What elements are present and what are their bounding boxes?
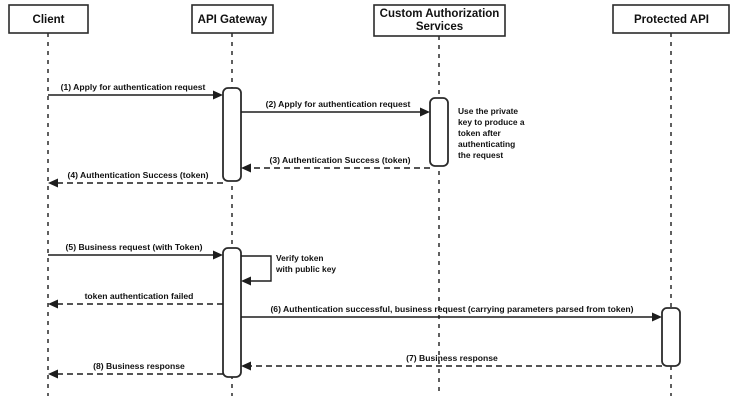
participant-label-api-gateway: API Gateway xyxy=(198,14,268,26)
message-6[interactable]: (6) Authentication successful, business … xyxy=(241,304,662,322)
message-2[interactable]: (2) Apply for authentication request xyxy=(241,99,430,117)
message-self-verify-token-arrowhead xyxy=(241,276,251,286)
activation-protected-api xyxy=(661,307,681,367)
participant-header-client[interactable]: Client xyxy=(8,4,89,34)
message-4-arrowhead xyxy=(48,178,58,188)
message-token-authentication-failed[interactable]: token authentication failed xyxy=(48,291,223,309)
message-4[interactable]: (4) Authentication Success (token) xyxy=(48,170,223,188)
message-token-authentication-failed-arrowhead xyxy=(48,299,58,309)
message-2-label: (2) Apply for authentication request xyxy=(266,99,411,109)
activation-bars xyxy=(222,87,681,378)
message-6-label: (6) Authentication successful, business … xyxy=(270,304,633,314)
message-1[interactable]: (1) Apply for authentication request xyxy=(48,82,223,100)
message-1-label: (1) Apply for authentication request xyxy=(61,82,206,92)
message-7[interactable]: (7) Business response xyxy=(241,353,662,371)
note-private-key-line-3: token after xyxy=(458,128,502,138)
note-private-key-line-2: key to produce a xyxy=(458,117,525,127)
note-private-key-line-4: authenticating xyxy=(458,139,515,149)
message-3-arrowhead xyxy=(241,163,251,173)
participant-header-api-gateway[interactable]: API Gateway xyxy=(191,4,274,34)
message-3[interactable]: (3) Authentication Success (token) xyxy=(241,155,430,173)
participant-box-protected-api xyxy=(612,4,730,34)
message-4-label: (4) Authentication Success (token) xyxy=(67,170,208,180)
participant-header-auth-services[interactable]: Custom Authorization Services xyxy=(373,4,506,37)
lifelines xyxy=(47,33,672,396)
activation-gateway-business xyxy=(222,247,242,378)
note-private-key: Use the private key to produce a token a… xyxy=(458,106,525,160)
participant-header-protected-api[interactable]: Protected API xyxy=(612,4,730,34)
message-8-label: (8) Business response xyxy=(93,361,185,371)
message-self-verify-token-label-line1: Verify token xyxy=(276,253,323,263)
note-private-key-line-1: Use the private xyxy=(458,106,518,116)
participant-label-protected-api: Protected API xyxy=(634,14,709,26)
message-1-arrowhead xyxy=(213,90,223,100)
message-8-arrowhead xyxy=(48,369,58,379)
activation-gateway-auth xyxy=(222,87,242,182)
message-5-label: (5) Business request (with Token) xyxy=(66,242,203,252)
message-8[interactable]: (8) Business response xyxy=(48,361,223,379)
message-self-verify-token-label-line2: with public key xyxy=(275,264,336,274)
message-self-verify-token-line xyxy=(241,255,272,282)
activation-auth-services xyxy=(429,97,449,167)
participant-box-client xyxy=(8,4,89,34)
participant-label-auth-services-line1: Custom Authorization xyxy=(380,8,500,20)
message-5[interactable]: (5) Business request (with Token) xyxy=(48,242,223,260)
participant-box-api-gateway xyxy=(191,4,274,34)
participant-box-auth-services xyxy=(373,4,506,37)
message-6-arrowhead xyxy=(652,312,662,322)
participant-label-auth-services-line2: Services xyxy=(416,21,463,33)
message-7-label: (7) Business response xyxy=(406,353,498,363)
message-token-authentication-failed-label: token authentication failed xyxy=(85,291,194,301)
message-self-verify-token[interactable]: Verify token with public key xyxy=(241,253,336,286)
participant-label-client: Client xyxy=(33,14,65,26)
message-5-arrowhead xyxy=(213,250,223,260)
message-3-label: (3) Authentication Success (token) xyxy=(269,155,410,165)
note-private-key-line-5: the request xyxy=(458,150,503,160)
message-7-arrowhead xyxy=(241,361,251,371)
message-2-arrowhead xyxy=(420,107,430,117)
